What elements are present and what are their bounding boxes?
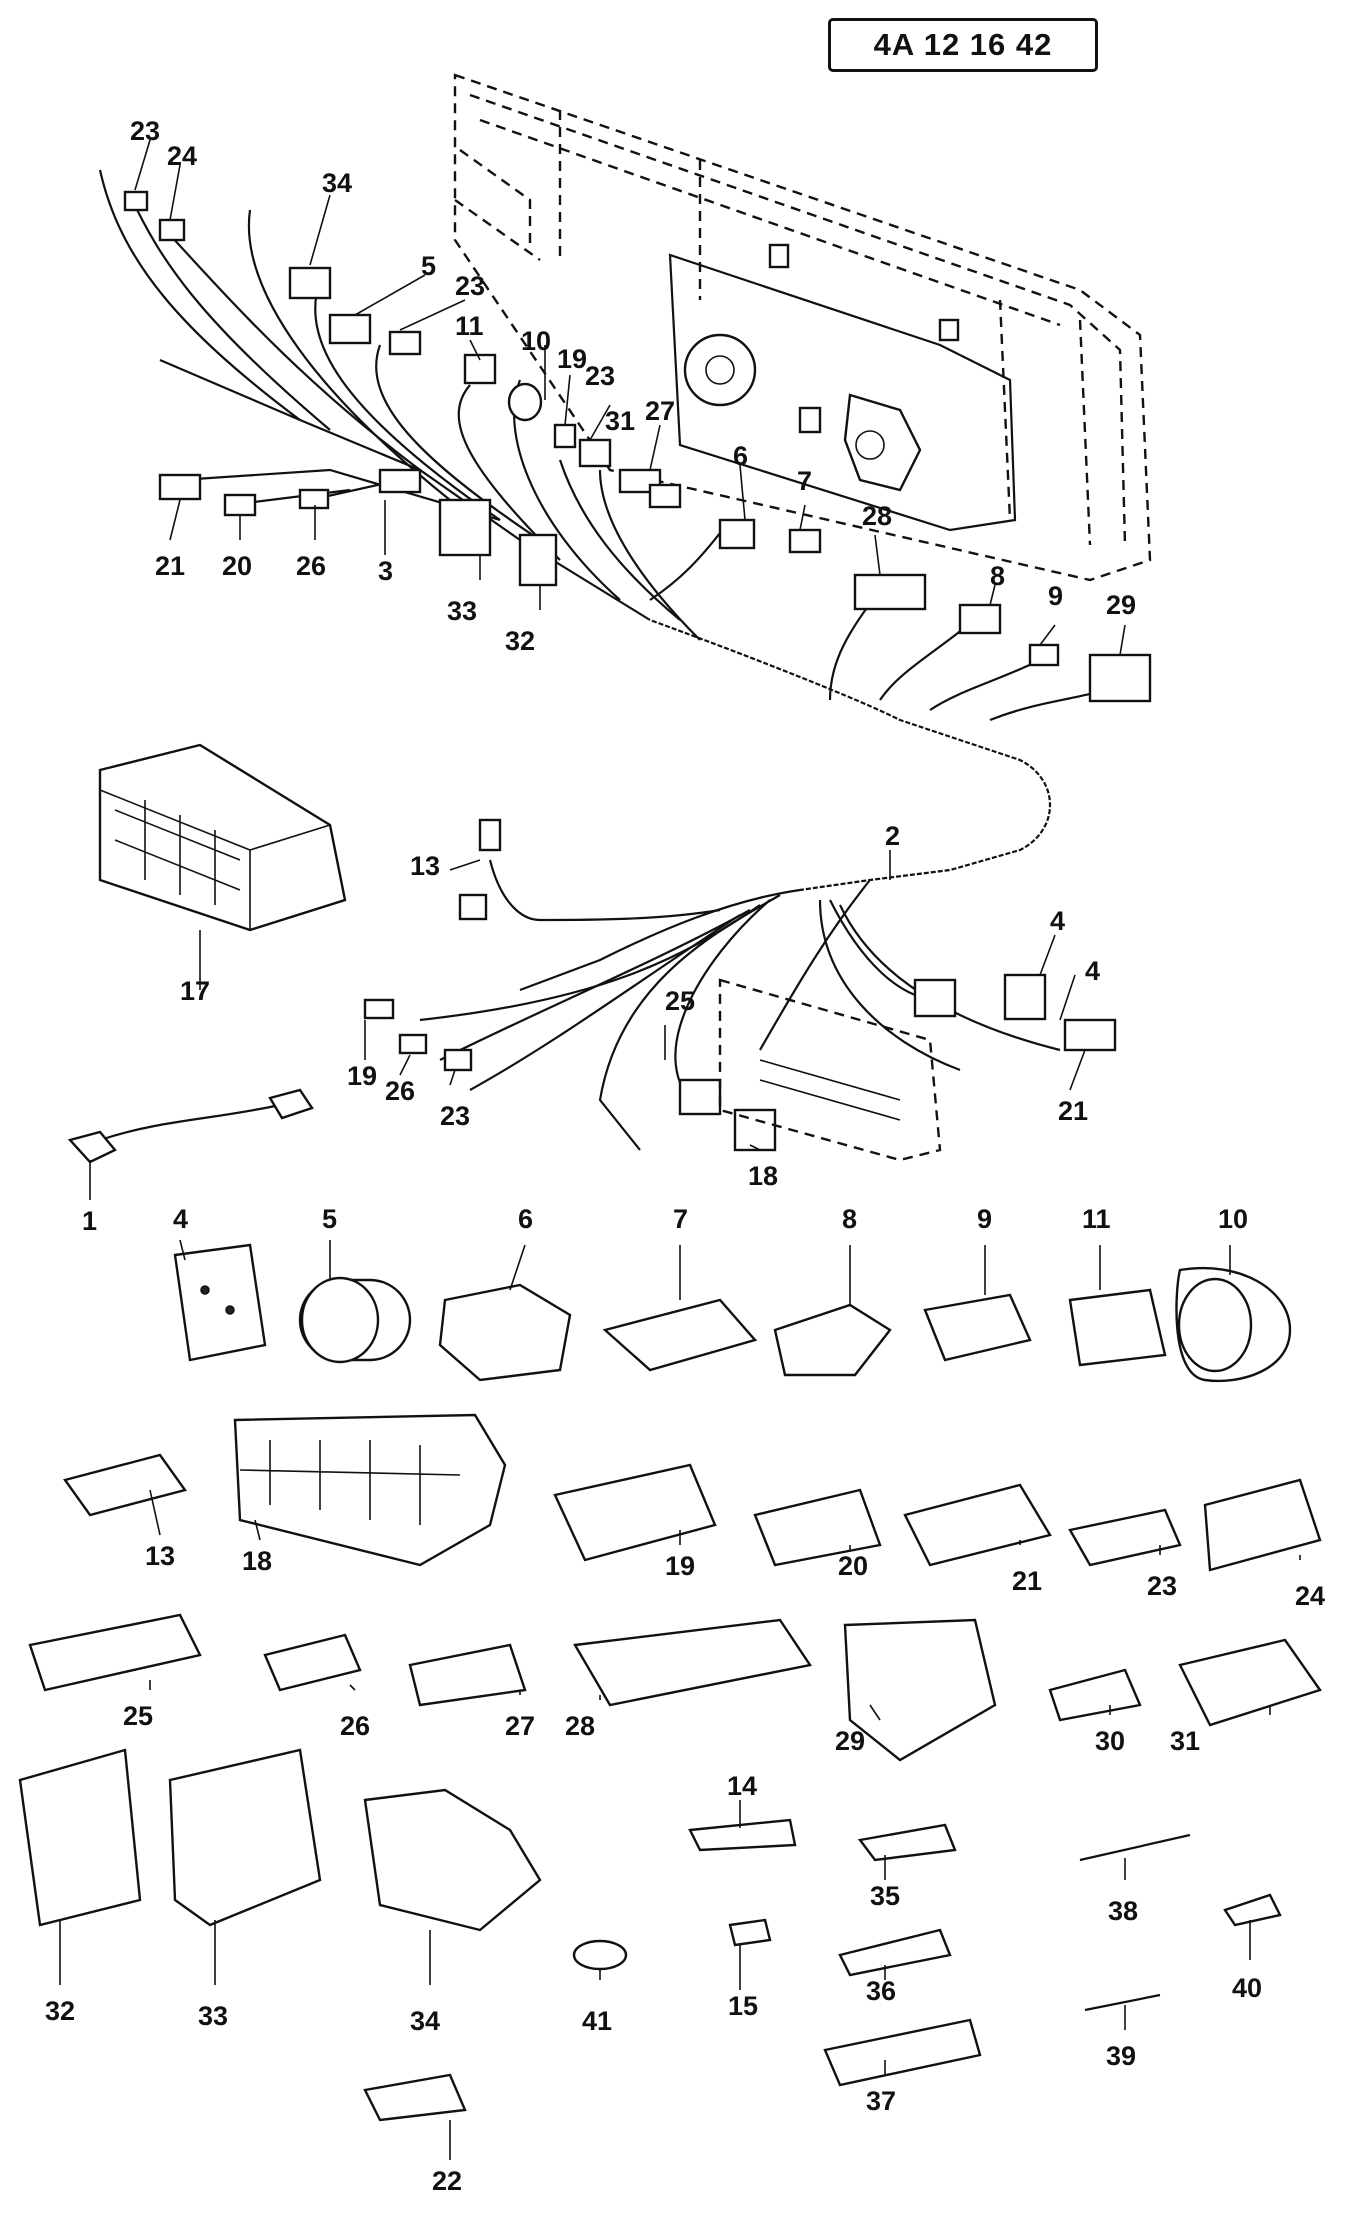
label-29-r3: 29 [835,1726,865,1756]
label-5-r1: 5 [322,1204,337,1234]
label-26-a: 26 [296,551,326,581]
label-4-a: 4 [1050,906,1065,936]
label-18-a: 18 [748,1161,778,1191]
label-26-b: 26 [385,1076,415,1106]
label-31-a: 31 [605,406,635,436]
label-33-r4: 33 [198,2001,228,2031]
label-19-r2: 19 [665,1551,695,1581]
label-9-a: 9 [1048,581,1063,611]
parts-row-3 [28,1613,1322,1762]
label-8-a: 8 [990,561,1005,591]
label-39-r4: 39 [1106,2041,1136,2071]
label-10-r1: 10 [1218,1204,1248,1234]
label-37-r4: 37 [866,2086,896,2116]
label-19-a: 19 [557,344,587,374]
label-1-a: 1 [82,1206,97,1236]
label-13-a: 13 [410,851,440,881]
parts-row-4-labels: 32 33 34 14 35 38 40 41 15 36 39 37 22 [45,1771,1262,2196]
label-21-a: 21 [155,551,185,581]
label-2-a: 2 [885,821,900,851]
label-38-r4: 38 [1108,1896,1138,1926]
label-3-a: 3 [378,556,393,586]
label-40-r4: 40 [1232,1973,1262,2003]
label-33-a: 33 [447,596,477,626]
label-35-r4: 35 [870,1881,900,1911]
label-14-r4: 14 [727,1771,757,1801]
label-10-a: 10 [521,326,551,356]
label-23-d: 23 [440,1101,470,1131]
label-27-r3: 27 [505,1711,535,1741]
parts-row-3-labels: 25 26 27 28 29 30 31 [123,1701,1200,1756]
label-7-r1: 7 [673,1204,688,1234]
label-11-r1: 11 [1082,1204,1111,1234]
label-9-r1: 9 [977,1204,992,1234]
main-harness [98,169,1121,1151]
label-24-r2: 24 [1295,1581,1325,1611]
label-5-a: 5 [421,251,436,281]
label-29-a: 29 [1106,590,1136,620]
label-21-r2: 21 [1012,1566,1042,1596]
label-23-r2: 23 [1147,1571,1177,1601]
parts-row-1 [173,1243,1292,1383]
label-18-r2: 18 [242,1546,272,1576]
label-34-a: 34 [322,168,352,198]
label-36-r4: 36 [866,1976,896,2006]
parts-row-2-labels: 13 18 19 20 21 23 24 [145,1541,1325,1611]
label-30-r3: 30 [1095,1726,1125,1756]
label-20-a: 20 [222,551,252,581]
label-21-b: 21 [1058,1096,1088,1126]
leader-lines [59,139,1301,2160]
label-23-c: 23 [585,361,615,391]
label-4-b: 4 [1085,956,1100,986]
label-25-a: 25 [665,986,695,1016]
label-6-a: 6 [733,441,748,471]
label-41-r4: 41 [582,2006,612,2036]
parts-row-4 [18,1748,1282,2122]
label-28-a: 28 [862,501,892,531]
part-17-fuse-box [98,743,347,932]
label-31-r3: 31 [1170,1726,1200,1756]
label-19-b: 19 [347,1061,377,1091]
label-22-r4: 22 [432,2166,462,2196]
label-15-r4: 15 [728,1991,758,2021]
label-26-r3: 26 [340,1711,370,1741]
label-17-a: 17 [180,976,210,1006]
parts-row-2 [63,1413,1322,1572]
label-13-r2: 13 [145,1541,175,1571]
label-4-r1: 4 [173,1204,188,1234]
label-24-a: 24 [167,141,197,171]
parts-row-1-labels: 4 5 6 7 8 9 11 10 [173,1204,1248,1234]
harness-labels: 23 24 34 5 23 11 10 19 23 31 27 6 7 28 8… [82,116,1136,1236]
label-28-r3: 28 [565,1711,595,1741]
label-32-a: 32 [505,626,535,656]
label-23-a: 23 [130,116,160,146]
label-23-b: 23 [455,271,485,301]
instrument-cluster [453,73,1152,582]
label-20-r2: 20 [838,1551,868,1581]
label-27-a: 27 [645,396,675,426]
label-8-r1: 8 [842,1204,857,1234]
reference-number-box: 4A 12 16 42 [828,18,1098,72]
label-32-r4: 32 [45,1996,75,2026]
label-7-a: 7 [797,466,812,496]
label-6-r1: 6 [518,1204,533,1234]
harness-connectors [123,190,1152,1162]
label-34-r4: 34 [410,2006,440,2036]
part-1-lead [67,1088,314,1164]
label-11-a: 11 [455,311,484,341]
label-25-r3: 25 [123,1701,153,1731]
